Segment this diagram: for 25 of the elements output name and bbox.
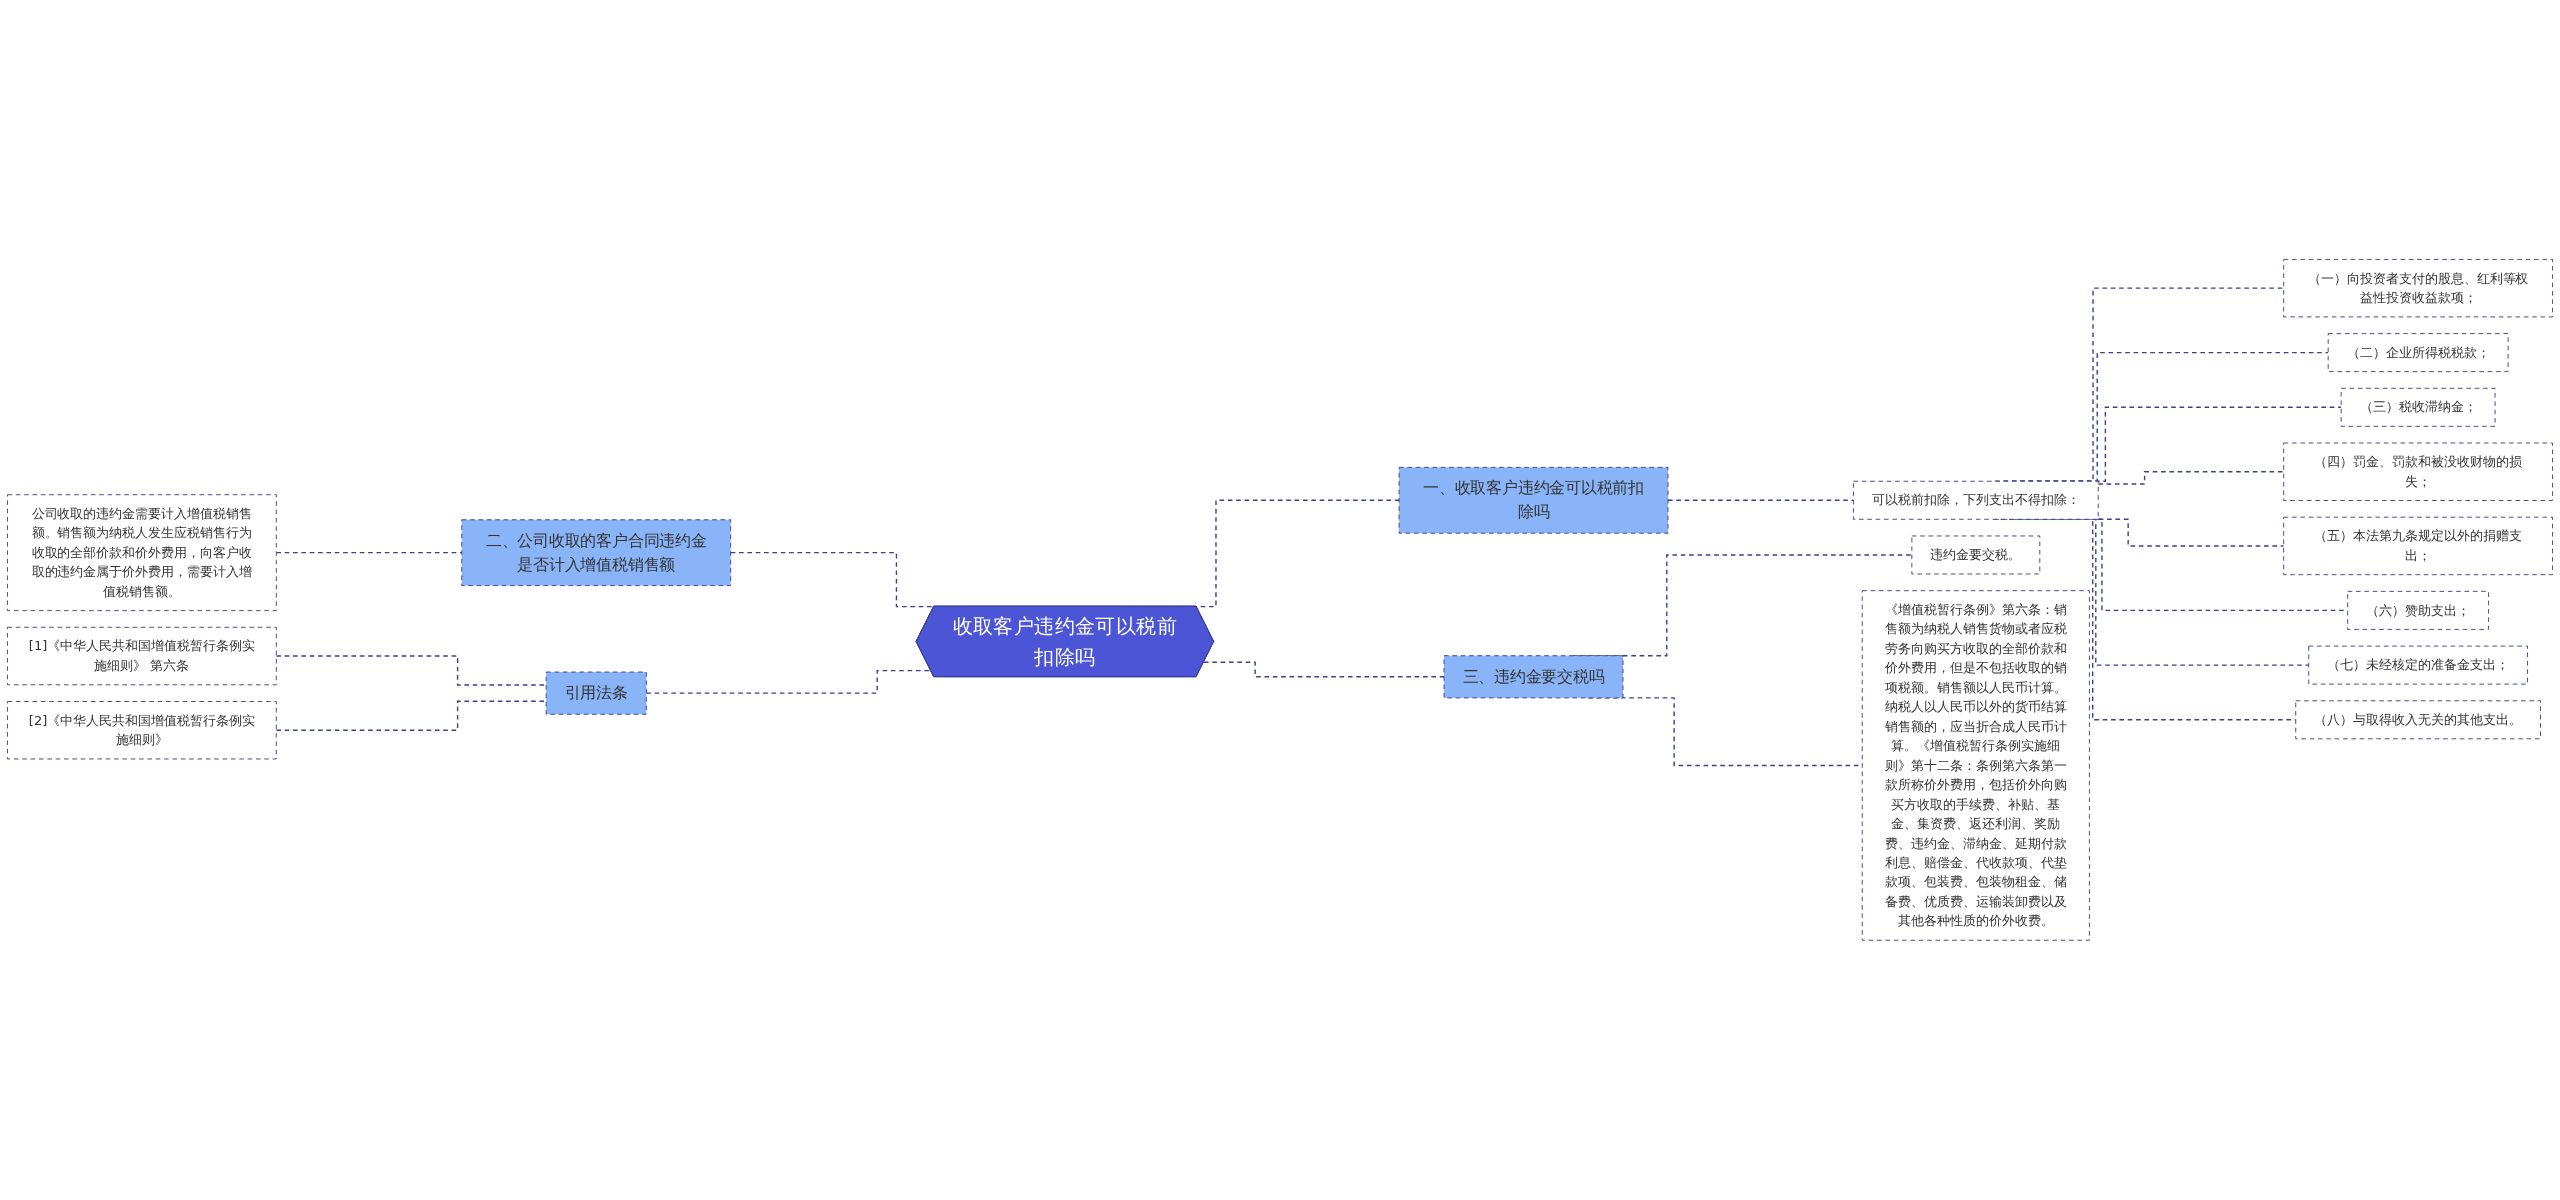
connector (275, 552, 463, 554)
connector (2097, 471, 2285, 485)
node-box: 可以税前扣除，下列支出不得扣除： (1852, 480, 2099, 520)
node-box: （七）未经核定的准备金支出； (2308, 645, 2528, 685)
node-box: （二）企业所得税税款； (2327, 333, 2509, 373)
node-box: （八）与取得收入无关的其他支出。 (2295, 700, 2541, 740)
connector (275, 700, 547, 732)
node-box: [2]《中华人民共和国增值税暂行条例实施细则》 (6, 701, 277, 760)
connector (275, 655, 547, 686)
node-box: 引用法条 (545, 671, 647, 715)
connector (645, 670, 932, 694)
node-box: （一）向投资者支付的股息、红利等权益性投资收益款项； (2283, 259, 2554, 318)
node-box: （六）赞助支出； (2347, 591, 2490, 630)
node-box: 公司收取的违约金需要计入增值税销售额。销售额为纳税人发生应税销售行为收取的全部价款和价外费用，向客户收取的违约金属于价外费用，需要计入增值税销售额。 (6, 494, 277, 612)
node-box: [1]《中华人民共和国增值税暂行条例实施细则》 第六条 (6, 627, 277, 686)
node-box: 一、收取客户违约金可以税前扣除吗 (1398, 467, 1669, 534)
node-box: 三、违约金要交税吗 (1443, 655, 1624, 699)
node-box: （五）本法第九条规定以外的捐赠支出； (2283, 516, 2554, 576)
node-box: 违约金要交税。 (1911, 535, 2041, 575)
connector (1667, 499, 1855, 502)
node-box: 《增值税暂行条例》第六条：销售额为纳税人销售货物或者应税劳务向购买方收取的全部价款和价外费用，但是不包括收取的销项税额。销售额以人民币计算。纳税人以人民币以外的货币结算销售额的，应当折合成人民币计算。《增值税暂行条例实施细则》第十二条：条例第六条第一款所称价外费用，包括价外向购买方收取的手续费、补贴、基金、集资费、返还利润、奖励费、违约金、滞纳金、延期付款利息、赔偿金、代收款项、代垫款项、包装费、包装物租金、储备费、优质费、运输装卸费以及其他各种性质的价外收费。 (1861, 590, 2090, 941)
node-box: （四）罚金、罚款和被没收财物的损失； (2283, 442, 2554, 502)
connector (1203, 661, 1445, 678)
node-box: （三）税收滞纳金； (2340, 388, 2496, 427)
node-box: 二、公司收取的客户合同违约金是否计入增值税销售额 (461, 519, 732, 587)
